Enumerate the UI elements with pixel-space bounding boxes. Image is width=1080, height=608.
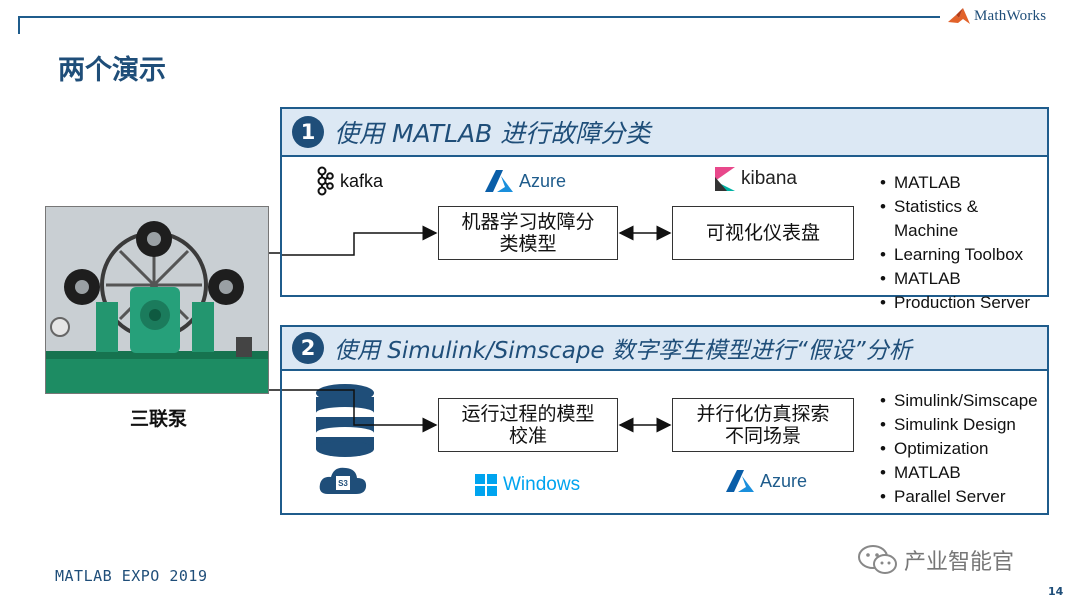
model-calibration-line1: 运行过程的模型 — [461, 403, 595, 425]
bullet-item: Simulink/Simscape — [880, 389, 1038, 413]
page-number: 14 — [1048, 585, 1064, 598]
demo1-panel: 1 使用 MATLAB 进行故障分类 kafka Azure kibana — [280, 107, 1049, 315]
header-rule — [18, 16, 940, 18]
parallel-simulation-line1: 并行化仿真探索 — [696, 403, 830, 425]
demo1-number-badge: 1 — [292, 116, 324, 148]
wechat-icon — [858, 545, 897, 574]
parallel-simulation-line2: 不同场景 — [724, 425, 801, 447]
demo2-tools-list: Simulink/Simscape Simulink Design Optimi… — [880, 389, 1038, 509]
kibana-logo: kibana — [715, 167, 797, 191]
pump-caption: 三联泵 — [130, 408, 188, 430]
azure-label-1: Azure — [519, 170, 567, 191]
windows-logo: Windows — [475, 474, 580, 496]
azure-icon — [485, 170, 513, 192]
database-logo — [314, 383, 376, 457]
bullet-item: MATLAB — [880, 267, 1047, 291]
event-label: MATLAB EXPO 2019 — [55, 567, 208, 585]
kibana-label: kibana — [741, 168, 797, 189]
windows-label: Windows — [503, 474, 581, 495]
model-calibration-line2: 校准 — [508, 425, 547, 447]
demo1-tools-list: MATLAB Statistics & Machine Learning Too… — [880, 171, 1047, 315]
demo2-number-badge: 2 — [292, 332, 324, 364]
bullet-item: Statistics & Machine — [880, 195, 1047, 243]
bullet-item: Simulink Design — [880, 413, 1038, 437]
kibana-icon — [715, 167, 735, 191]
windows-icon — [475, 474, 497, 496]
header-rule-tick — [18, 16, 20, 34]
bullet-item: MATLAB — [880, 171, 1047, 195]
azure-logo-2: Azure — [726, 470, 807, 492]
bullet-item-continued: Learning Toolbox — [880, 243, 1047, 267]
kafka-icon — [317, 166, 334, 196]
dashboard-label: 可视化仪表盘 — [705, 222, 820, 244]
demo2-title: 使用 Simulink/Simscape 数字孪生模型进行“假设”分析 — [334, 338, 912, 364]
mathworks-logo: MathWorks — [948, 6, 1046, 26]
ml-fault-model-line1: 机器学习故障分 — [461, 211, 595, 233]
bullet-item: MATLAB — [880, 461, 1038, 485]
azure-logo-1: Azure — [485, 170, 566, 192]
demo1-arrows — [282, 225, 672, 256]
azure-label-2: Azure — [760, 470, 808, 491]
dashboard-box: 可视化仪表盘 — [672, 206, 854, 260]
demo2-panel: 2 使用 Simulink/Simscape 数字孪生模型进行“假设”分析 S3… — [280, 325, 1049, 515]
membrane-icon — [948, 8, 970, 24]
model-calibration-box: 运行过程的模型 校准 — [438, 398, 618, 452]
azure-icon — [726, 470, 754, 492]
s3-text: S3 — [338, 479, 348, 488]
ml-fault-model-box: 机器学习故障分 类模型 — [438, 206, 618, 260]
kafka-label: kafka — [340, 170, 384, 191]
database-icon — [316, 384, 374, 457]
bullet-item-continued: Parallel Server — [880, 485, 1038, 509]
ml-fault-model-line2: 类模型 — [499, 233, 557, 255]
demo2-arrows — [282, 389, 672, 433]
slide-title: 两个演示 — [58, 55, 166, 86]
bullet-item-continued: Production Server — [880, 291, 1047, 315]
kafka-logo: kafka — [316, 166, 383, 196]
s3-logo: S3 — [318, 464, 368, 498]
parallel-simulation-box: 并行化仿真探索 不同场景 — [672, 398, 854, 452]
cloud-storage-icon: S3 — [319, 467, 367, 494]
pump-image — [45, 206, 269, 394]
demo1-title: 使用 MATLAB 进行故障分类 — [334, 119, 651, 148]
demo1-header: 1 使用 MATLAB 进行故障分类 — [282, 109, 1047, 157]
watermark: 产业智能官 — [858, 544, 1014, 576]
brand-name: MathWorks — [974, 7, 1047, 24]
bullet-item-continued: Optimization — [880, 437, 1038, 461]
demo2-header: 2 使用 Simulink/Simscape 数字孪生模型进行“假设”分析 — [282, 327, 1047, 371]
watermark-text: 产业智能官 — [904, 550, 1015, 575]
